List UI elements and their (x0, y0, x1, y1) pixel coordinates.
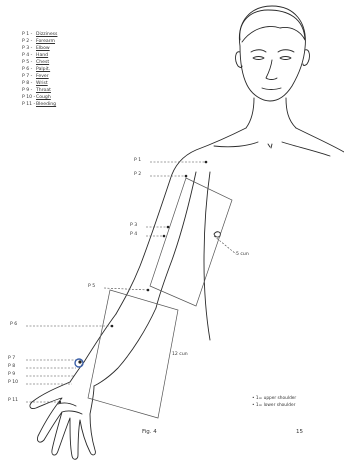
legend-name: Chest (36, 60, 49, 65)
label-p7: P 7 (8, 356, 15, 361)
forearm-inner (94, 308, 156, 386)
legend-row: P 6 -Palpit. (22, 66, 57, 73)
label-p5: P 5 (88, 284, 95, 289)
acupoint-p2 (185, 175, 188, 178)
shoulder-left (170, 128, 246, 180)
legend-row: P 9 -Throat (22, 87, 57, 94)
hand-outline (30, 382, 96, 459)
measure-label-axilla: 5 cun (236, 252, 249, 257)
legend-name: Wrist (36, 81, 48, 86)
acupoint-p3 (167, 226, 170, 229)
legend-name: Fever (36, 74, 49, 79)
legend-row: P 8 -Wrist (22, 80, 57, 87)
legend-row: P 7 -Fever (22, 73, 57, 80)
label-p11: P 11 (8, 398, 18, 403)
legend-name: Cough (36, 95, 51, 100)
legend-note: • 1= upper shoulder • 1= lower shoulder (252, 396, 296, 409)
legend-code: P 11 - (22, 101, 36, 108)
legend-row: P 4 -Hand (22, 52, 57, 59)
legend-code: P 2 - (22, 38, 36, 45)
eye-right (280, 57, 291, 60)
legend-name: Hand (36, 53, 48, 58)
legend-name: Throat (36, 88, 51, 93)
label-p3: P 3 (130, 223, 137, 228)
legend-code: P 5 - (22, 59, 36, 66)
page-number: 15 (296, 429, 303, 435)
legend-row: P 2 -Forearm (22, 38, 57, 45)
clavicle-right (282, 142, 330, 156)
legend-code: P 8 - (22, 80, 36, 87)
legend-name: Bleeding (36, 102, 56, 107)
legend-row: P 3 -Elbow (22, 45, 57, 52)
legend-code: P 7 - (22, 73, 36, 80)
measure-box-lower (88, 290, 178, 418)
legend-code: P 4 - (22, 52, 36, 59)
leader-p5 (104, 288, 148, 290)
head-outline (239, 6, 305, 101)
legend-code: P 9 - (22, 87, 36, 94)
clavicle-left (214, 142, 258, 147)
figure-caption: Fig. 4 (142, 429, 157, 435)
note-line-1: • 1= upper shoulder (252, 396, 296, 403)
neck-right (286, 98, 296, 128)
legend-name: Palpit. (36, 67, 50, 72)
label-p6: P 6 (10, 322, 17, 327)
neck-left (246, 98, 254, 128)
note-line-2: • 1= lower shoulder (252, 403, 296, 410)
measure-label-forearm: 12 cun (172, 352, 188, 357)
sternum-mark (268, 144, 272, 148)
label-p1: P 1 (134, 158, 141, 163)
legend-row: P 11 -Bleeding (22, 101, 57, 108)
mouth (262, 88, 281, 90)
nose (266, 60, 277, 80)
acupoint-p11 (59, 401, 61, 403)
label-p4: P 4 (130, 232, 137, 237)
acupoint-p6 (111, 325, 114, 328)
eye-left (253, 57, 264, 60)
torso-left-side (204, 172, 210, 340)
eyebrow-right (278, 50, 294, 52)
legend-code: P 6 - (22, 66, 36, 73)
label-p2: P 2 (134, 172, 141, 177)
acupoint-p1 (205, 161, 208, 164)
legend-row: P 1 -Dizziness (22, 31, 57, 38)
legend-row: P 10 -Cough (22, 94, 57, 101)
leader-axilla (214, 236, 236, 254)
label-p10: P 10 (8, 380, 18, 385)
acupoint-p7 (78, 360, 81, 363)
label-p8: P 8 (8, 364, 15, 369)
legend-row: P 5 -Chest (22, 59, 57, 66)
arm-upper-inner (156, 172, 196, 308)
label-p9: P 9 (8, 372, 15, 377)
legend-code: P 1 - (22, 31, 36, 38)
eyebrow-left (251, 50, 266, 52)
legend-code: P 10 - (22, 94, 36, 101)
legend-name: Elbow (36, 46, 50, 51)
legend-name: Forearm (36, 39, 55, 44)
legend-name: Dizziness (36, 32, 57, 37)
legend-code: P 3 - (22, 45, 36, 52)
acupoint-p4 (163, 235, 166, 238)
acupoint-p5 (147, 289, 150, 292)
